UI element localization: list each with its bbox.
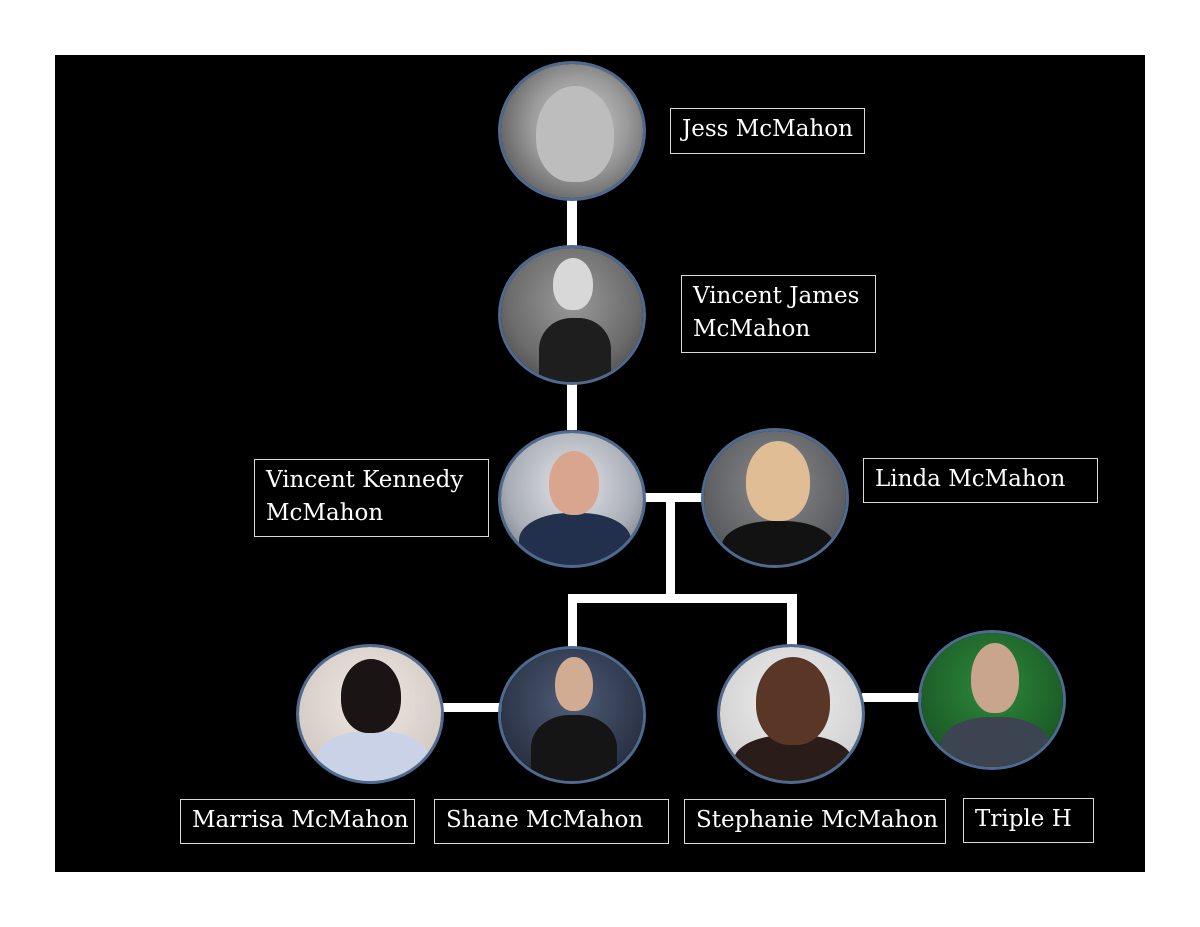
photo-jess-mcmahon <box>498 61 646 201</box>
photo-vincent-james-mcmahon <box>498 245 646 385</box>
photo-stephanie-mcmahon <box>717 644 865 784</box>
connector-to-shane <box>568 594 577 649</box>
name-text: Marrisa McMahon <box>192 807 409 833</box>
label-marrisa-mcmahon: Marrisa McMahon <box>180 799 415 844</box>
name-text: Triple H <box>975 806 1072 832</box>
connector-to-stephanie <box>787 594 797 646</box>
connector-spouse-vince-linda <box>645 493 703 502</box>
name-text: Stephanie McMahon <box>696 807 939 833</box>
connector-children-bar <box>568 594 797 603</box>
photo-marrisa-mcmahon <box>296 644 444 784</box>
photo-vincent-kennedy-mcmahon <box>498 430 646 568</box>
name-text: Shane McMahon <box>446 807 644 833</box>
name-line-1: Vincent Kennedy <box>266 467 464 493</box>
connector-couple-to-children <box>666 498 675 598</box>
label-vincent-james-mcmahon: Vincent James McMahon <box>681 275 876 353</box>
name-text: Jess McMahon <box>682 116 853 142</box>
photo-triple-h <box>918 630 1066 770</box>
connector-spouse-marrisa-shane <box>440 703 502 712</box>
label-triple-h: Triple H <box>963 798 1094 843</box>
name-line-2: McMahon <box>266 500 384 526</box>
connector-spouse-stephanie-triplehh <box>862 693 922 702</box>
label-jess-mcmahon: Jess McMahon <box>670 108 865 154</box>
name-line-2: McMahon <box>693 316 811 342</box>
photo-shane-mcmahon <box>498 646 646 784</box>
name-text: Linda McMahon <box>875 466 1066 492</box>
connector-jess-vincent-james <box>567 198 577 246</box>
label-stephanie-mcmahon: Stephanie McMahon <box>684 799 946 844</box>
label-shane-mcmahon: Shane McMahon <box>434 799 669 844</box>
label-linda-mcmahon: Linda McMahon <box>863 458 1098 503</box>
photo-linda-mcmahon <box>701 428 849 568</box>
label-vincent-kennedy-mcmahon: Vincent Kennedy McMahon <box>254 459 489 537</box>
name-line-1: Vincent James <box>693 283 860 309</box>
connector-vincent-james-vincent-kennedy <box>567 382 577 430</box>
